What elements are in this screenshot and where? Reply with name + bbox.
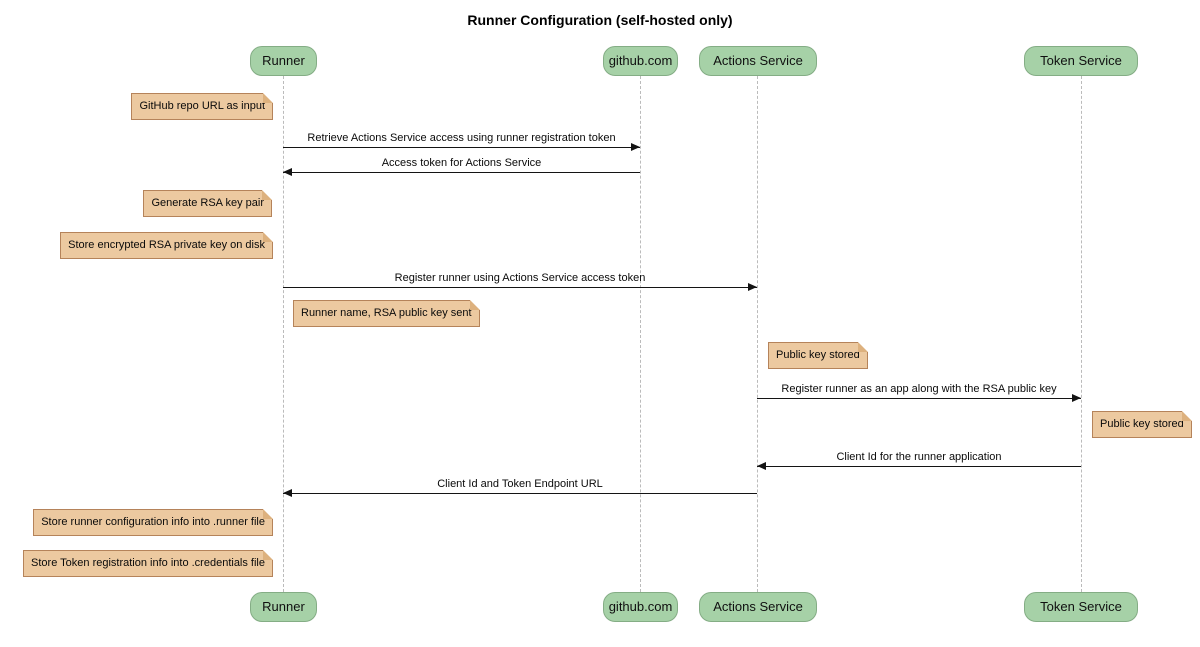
message-label: Client Id for the runner application <box>836 451 1002 463</box>
lifeline-github-com <box>640 76 641 592</box>
arrowhead-right-icon <box>1072 394 1081 402</box>
message-line <box>283 147 640 148</box>
message-label: Access token for Actions Service <box>381 157 542 169</box>
participant-actions-service-bottom: Actions Service <box>699 592 817 622</box>
message-label: Register runner using Actions Service ac… <box>394 272 646 284</box>
participant-actions-service-top: Actions Service <box>699 46 817 76</box>
message-line <box>283 172 640 173</box>
arrowhead-left-icon <box>283 489 292 497</box>
arrowhead-right-icon <box>748 283 757 291</box>
note-github-repo-url: GitHub repo URL as input <box>131 93 273 120</box>
lifeline-actions-service <box>757 76 758 592</box>
note-runner-name-sent: Runner name, RSA public key sent <box>293 300 480 327</box>
participant-runner-bottom: Runner <box>250 592 317 622</box>
message-label: Retrieve Actions Service access using ru… <box>307 132 616 144</box>
lifeline-token-service <box>1081 76 1082 592</box>
participant-token-service-top: Token Service <box>1024 46 1138 76</box>
message-label: Register runner as an app along with the… <box>781 383 1057 395</box>
arrowhead-left-icon <box>757 462 766 470</box>
lifeline-runner <box>283 76 284 592</box>
note-store-runner-file: Store runner configuration info into .ru… <box>33 509 273 536</box>
participant-runner-top: Runner <box>250 46 317 76</box>
participant-token-service-bottom: Token Service <box>1024 592 1138 622</box>
note-store-private-key: Store encrypted RSA private key on disk <box>60 232 273 259</box>
message-line <box>283 287 757 288</box>
note-public-key-stored-actions: Public key stored <box>768 342 868 369</box>
message-line <box>283 493 757 494</box>
participant-github-com-top: github.com <box>603 46 678 76</box>
participant-github-com-bottom: github.com <box>603 592 678 622</box>
arrowhead-right-icon <box>631 143 640 151</box>
message-label: Client Id and Token Endpoint URL <box>437 478 603 490</box>
arrowhead-left-icon <box>283 168 292 176</box>
note-public-key-stored-token: Public key stored <box>1092 411 1192 438</box>
note-generate-rsa-key: Generate RSA key pair <box>143 190 272 217</box>
message-line <box>757 398 1081 399</box>
note-store-credentials-file: Store Token registration info into .cred… <box>23 550 273 577</box>
message-line <box>757 466 1081 467</box>
diagram-title: Runner Configuration (self-hosted only) <box>467 12 733 28</box>
